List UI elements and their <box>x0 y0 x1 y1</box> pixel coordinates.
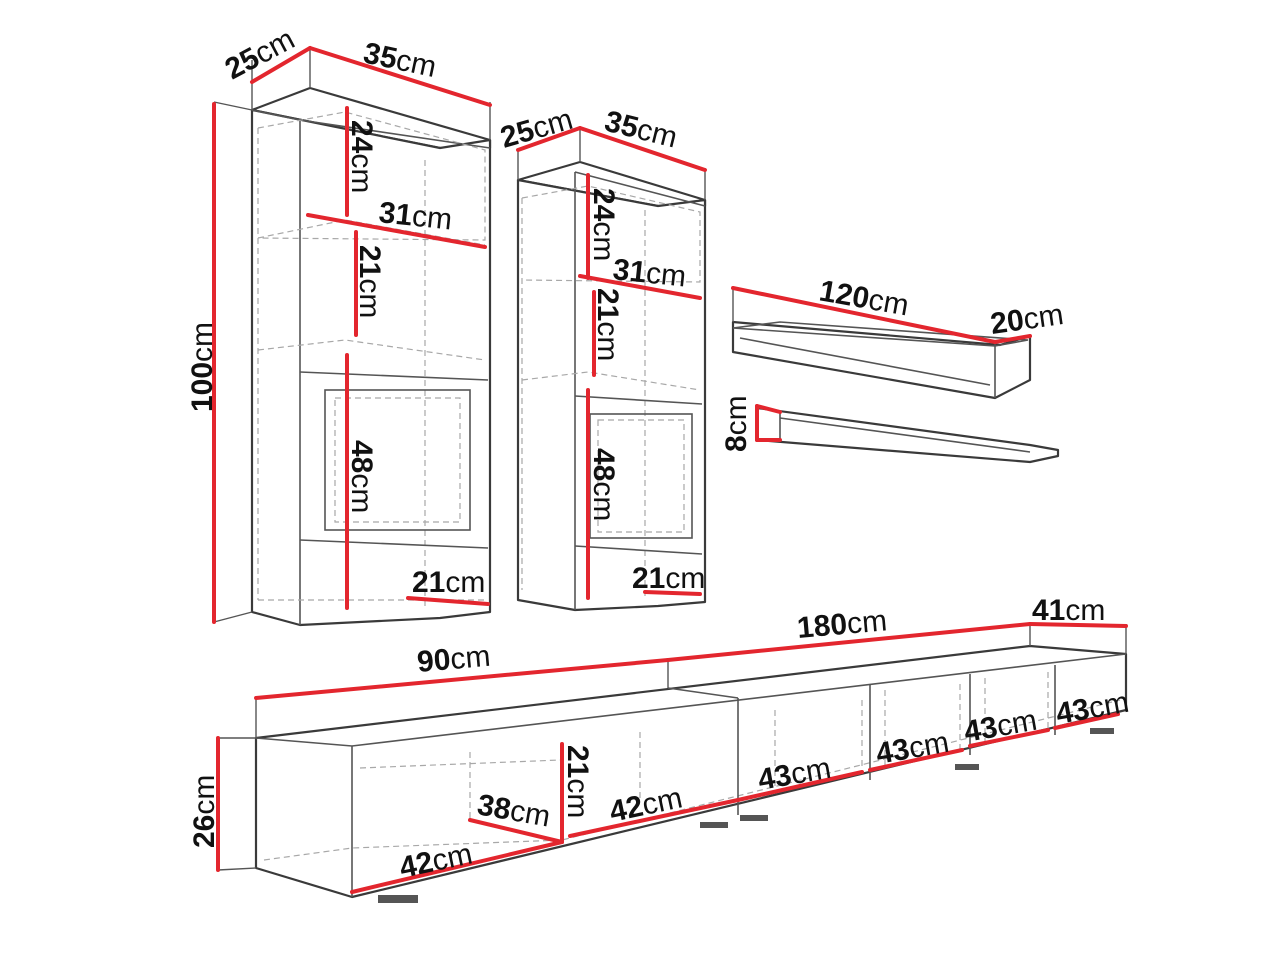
label-tv-open-width-front: 42cm <box>397 837 476 885</box>
label-tv-depth: 41cm <box>1032 594 1105 627</box>
label-left-height: 100cm <box>186 322 219 412</box>
cabinet-left-glass-door <box>324 389 471 531</box>
dim-tv-total-length <box>666 622 1032 662</box>
dim-tv-drawer-2 <box>868 748 964 772</box>
dim-tv-drawer-4 <box>1053 712 1120 730</box>
label-shelf-height: 8cm <box>720 395 753 452</box>
label-tv-drawer-2: 43cm <box>873 726 951 771</box>
dim-right-width <box>578 126 707 172</box>
tv-cabinet-foot <box>1090 728 1114 734</box>
tv-cabinet: 90cm 180cm 41cm 26cm 21cm 38cm 42cm 42cm… <box>188 594 1131 903</box>
tv-cabinet-foot <box>700 822 728 828</box>
label-left-middle-compartment: 21cm <box>353 245 386 318</box>
dim-tv-open-depth <box>468 818 564 844</box>
tv-cabinet-body <box>254 644 1128 899</box>
label-left-top-compartment: 24cm <box>345 120 378 193</box>
wall-shelves: 120cm 20cm 8cm <box>720 274 1066 464</box>
label-tv-total-length: 180cm <box>796 604 889 645</box>
label-right-top-compartment: 24cm <box>587 188 620 261</box>
label-tv-open-width-back: 42cm <box>607 781 686 829</box>
dim-shelf-depth <box>993 334 1032 344</box>
label-left-inner-width: 31cm <box>377 196 453 236</box>
dim-left-bottom-depth <box>406 596 490 606</box>
label-tv-drawer-1: 43cm <box>755 752 833 797</box>
tall-cabinet-right: 25cm 35cm 24cm 31cm 21cm 48cm 21cm <box>497 103 707 612</box>
dim-tv-drawer-1 <box>736 770 864 802</box>
upper-shelf <box>731 320 1032 400</box>
label-tv-open-height: 21cm <box>561 745 594 818</box>
label-left-bottom-depth: 21cm <box>412 566 485 599</box>
tall-cabinet-left: 25cm 35cm 100cm 24cm 31cm 21cm 48cm 21cm <box>186 23 492 627</box>
cabinet-right-body <box>516 178 707 612</box>
label-right-depth: 25cm <box>497 103 577 155</box>
tv-cabinet-foot <box>740 815 768 821</box>
dim-tv-half-length <box>254 658 670 700</box>
label-tv-drawer-4: 43cm <box>1053 686 1131 731</box>
label-tv-drawer-3: 43cm <box>961 704 1039 749</box>
tv-cabinet-foot <box>955 764 979 770</box>
label-tv-height: 26cm <box>188 775 221 848</box>
label-shelf-depth: 20cm <box>988 298 1065 341</box>
label-right-middle-compartment: 21cm <box>591 288 624 361</box>
label-right-inner-width: 31cm <box>611 253 687 293</box>
dim-right-bottom-depth <box>643 590 702 596</box>
label-right-door-compartment: 48cm <box>587 448 620 521</box>
label-left-door-compartment: 48cm <box>345 440 378 513</box>
dim-left-depth <box>250 46 312 84</box>
dim-right-depth <box>516 126 582 152</box>
dim-tv-depth <box>1028 622 1128 628</box>
dim-left-inner-width <box>306 213 487 249</box>
label-tv-half-length: 90cm <box>416 640 492 679</box>
dim-shelf-length <box>731 286 997 344</box>
dim-left-width <box>308 46 492 107</box>
dim-tv-open-width-back <box>568 798 740 838</box>
label-tv-open-depth: 38cm <box>475 788 553 833</box>
label-right-bottom-depth: 21cm <box>632 562 705 595</box>
label-left-width: 35cm <box>361 37 440 85</box>
dim-tv-drawer-3 <box>968 728 1050 748</box>
dim-tv-open-width-front <box>350 840 564 894</box>
dim-right-inner-width <box>578 274 702 300</box>
tv-cabinet-foot <box>378 895 418 903</box>
